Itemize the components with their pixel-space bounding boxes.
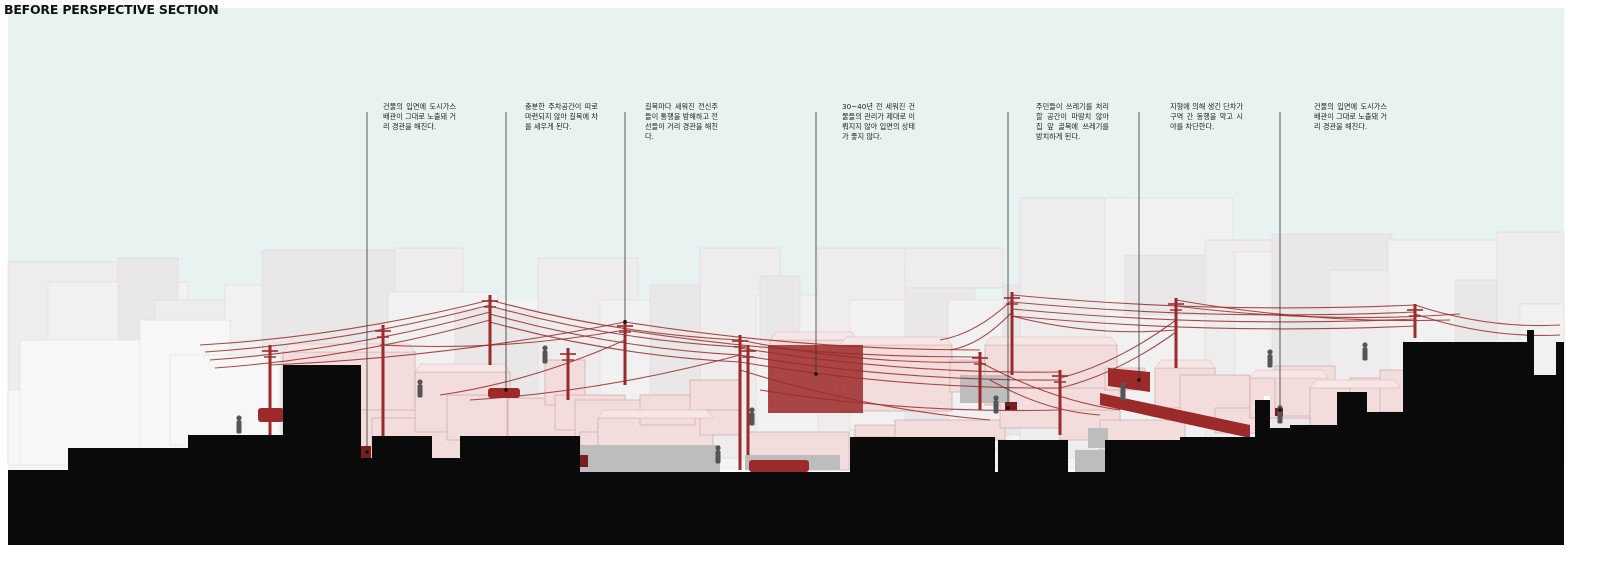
building-roof [597,409,714,419]
annotation-leader-dot [1006,406,1010,410]
annotation-leader-dot [1278,408,1282,412]
power-line [739,369,991,421]
power-line [1011,301,1416,316]
power-line [739,361,1061,389]
power-line [989,379,1101,416]
power-line [624,321,981,351]
person-head [993,395,999,401]
annotation-leader-dot [814,372,818,376]
power-line [1011,315,1177,333]
parked-car [488,388,520,398]
power-line [489,313,741,356]
annotation-old-facades: 30~40년 전 세워진 건물들의 관리가 제대로 이뤄지지 않아 입면의 상태… [842,102,915,141]
power-line [489,299,741,341]
building-roof [1249,369,1329,379]
power-line [489,305,741,348]
power-line [624,329,981,358]
street-paving [1075,450,1105,472]
power-line [209,311,491,361]
building-roof [414,363,511,373]
power-line [939,299,1013,341]
power-line [199,299,491,346]
annotation-level-difference: 지형에 의해 생긴 단차가 구역 간 동행을 막고 시야를 차단한다. [1170,102,1243,131]
annotation-leader-dot [504,388,508,392]
power-line [1011,308,1416,323]
person-head [542,345,548,351]
retaining-wall-top [1108,368,1150,392]
power-line [1175,305,1461,319]
foreground-building [169,354,281,446]
person-body [236,420,242,434]
building-roof [984,336,1118,346]
power-line [1011,294,1416,309]
person-body [417,384,423,398]
person-body [749,412,755,426]
person-body [1362,347,1368,361]
power-line [739,354,1061,381]
power-line [949,311,1013,351]
annotation-gas-pipes-2: 건물의 입면에 도시가스 배관이 그대로 노출돼 거리 경관을 해친다. [1314,102,1387,131]
power-line [379,329,626,348]
highlighted-building [1379,369,1406,413]
power-line [439,339,626,396]
person-head [1362,342,1368,348]
building-roof [769,331,859,341]
power-line [489,321,741,363]
person-body [1267,354,1273,368]
retaining-wall-slope [1100,393,1250,438]
power-line [979,361,1121,411]
background-building [904,247,1004,289]
person-body [1277,410,1283,424]
power-line [214,319,491,369]
drawing-title: BEFORE PERSPECTIVE SECTION [4,2,219,17]
power-line [1059,331,1177,389]
power-line [739,347,1061,373]
ground-section [8,330,1564,545]
deteriorated-facade [768,345,863,413]
power-line [469,354,741,401]
person-body [715,450,721,464]
annotation-utility-poles: 길목마다 세워진 전신주들이 통행을 방해하고 전선들이 거리 경관을 해친다. [645,102,718,141]
person-head [236,415,242,421]
annotation-leader-dot [1137,378,1141,382]
power-line [1011,315,1416,330]
person-head [715,445,721,451]
power-line [739,339,981,363]
street-paving [1088,428,1108,448]
highlighted-building [446,394,508,441]
person-head [749,407,755,413]
power-line [1059,319,1177,379]
annotation-leader-dot [365,450,369,454]
building-roof [1154,359,1216,369]
person-body [1120,387,1126,401]
annotation-parking: 충분한 주차공간이 따로 마련되지 않아 길목에 차를 세우게 된다. [525,102,598,131]
annotation-gas-pipes: 건물의 입면에 도시가스 배관이 그대로 노출돼 거리 경관을 해친다. [383,102,456,131]
garbage-box [1005,402,1017,410]
annotation-garbage: 주민들이 쓰레기를 처리할 공간이 마땅치 않아 집 앞 골목에 쓰레기를 방치… [1036,102,1109,141]
power-line [1414,304,1561,327]
street-paving [580,445,720,472]
power-line [269,321,626,366]
power-line [1414,313,1561,336]
building-roof [1309,379,1401,389]
person-head [1267,349,1273,355]
person-head [1120,382,1126,388]
building-roof [839,336,953,346]
person-head [417,379,423,385]
person-body [542,350,548,364]
power-line [204,304,491,353]
garbage-box [580,455,588,467]
parked-car [749,460,809,472]
annotation-leader-dot [623,320,627,324]
person-body [993,400,999,414]
power-line [759,389,1061,412]
